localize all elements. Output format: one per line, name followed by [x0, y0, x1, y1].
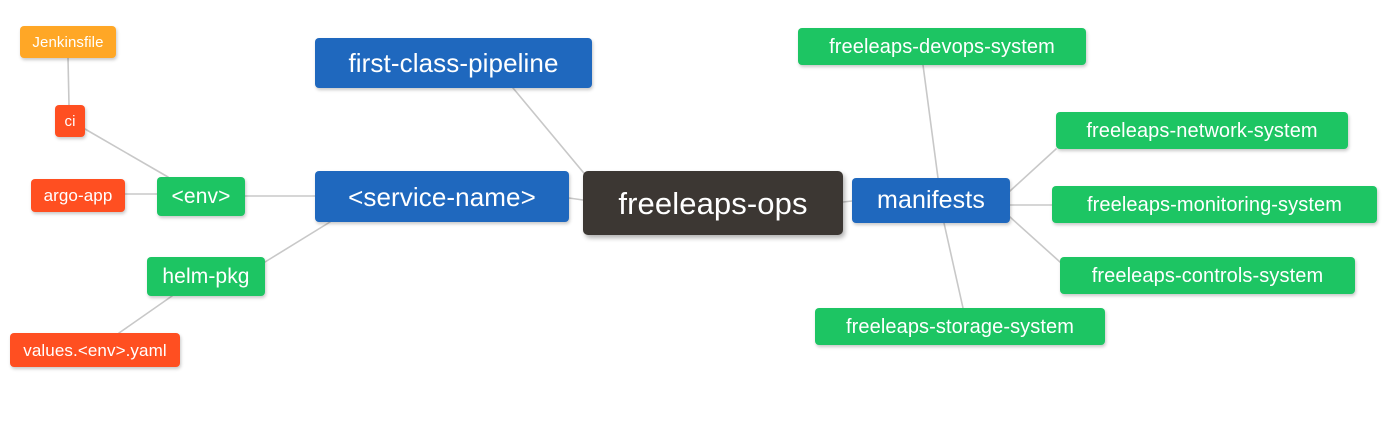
node-label-argo-app: argo-app [43, 186, 113, 205]
node-freeleaps-controls-system[interactable]: freeleaps-controls-system [1060, 257, 1355, 294]
node-freeleaps-ops[interactable]: freeleaps-ops [583, 171, 843, 235]
node-label-helm-pkg: helm-pkg [162, 265, 250, 288]
edge-freeleaps-ops-to-first-class-pipeline [512, 87, 589, 179]
edge-helm-pkg-to-values-env-yaml [118, 295, 173, 334]
node-label-freeleaps-ops: freeleaps-ops [618, 185, 808, 221]
node-manifests[interactable]: manifests [852, 178, 1010, 223]
edge-freeleaps-ops-to-manifests [842, 200, 853, 203]
node-label-ci: ci [64, 112, 76, 130]
node-freeleaps-devops-system[interactable]: freeleaps-devops-system [798, 28, 1086, 65]
node-label-service-name: <service-name> [348, 181, 536, 212]
node-label-manifests: manifests [877, 186, 985, 214]
node-label-freeleaps-devops-system: freeleaps-devops-system [829, 35, 1055, 58]
node-env[interactable]: <env> [157, 177, 245, 216]
edge-manifests-to-freeleaps-controls-system [1009, 216, 1061, 263]
node-helm-pkg[interactable]: helm-pkg [147, 257, 265, 296]
node-label-freeleaps-network-system: freeleaps-network-system [1086, 119, 1318, 142]
node-label-jenkinsfile: Jenkinsfile [32, 33, 104, 51]
node-label-freeleaps-controls-system: freeleaps-controls-system [1091, 264, 1324, 287]
node-label-env: <env> [171, 185, 231, 208]
node-values-env-yaml[interactable]: values.<env>.yaml [10, 333, 180, 367]
edge-env-to-ci [84, 128, 169, 178]
edge-manifests-to-freeleaps-storage-system [943, 222, 964, 309]
node-freeleaps-network-system[interactable]: freeleaps-network-system [1056, 112, 1348, 149]
node-label-first-class-pipeline: first-class-pipeline [348, 48, 559, 78]
node-freeleaps-storage-system[interactable]: freeleaps-storage-system [815, 308, 1105, 345]
edge-service-name-to-helm-pkg [264, 221, 331, 263]
node-label-freeleaps-monitoring-system: freeleaps-monitoring-system [1086, 193, 1342, 216]
node-first-class-pipeline[interactable]: first-class-pipeline [315, 38, 592, 88]
node-label-values-env-yaml: values.<env>.yaml [23, 340, 167, 360]
node-freeleaps-monitoring-system[interactable]: freeleaps-monitoring-system [1052, 186, 1377, 223]
node-argo-app[interactable]: argo-app [31, 179, 125, 212]
edge-freeleaps-ops-to-service-name [568, 197, 584, 201]
edge-manifests-to-freeleaps-network-system [1009, 148, 1057, 192]
node-label-freeleaps-storage-system: freeleaps-storage-system [845, 315, 1075, 338]
edge-manifests-to-freeleaps-devops-system [922, 64, 939, 179]
node-service-name[interactable]: <service-name> [315, 171, 569, 222]
edge-ci-to-jenkinsfile [67, 57, 70, 106]
node-jenkinsfile[interactable]: Jenkinsfile [20, 26, 116, 58]
node-ci[interactable]: ci [55, 105, 85, 137]
